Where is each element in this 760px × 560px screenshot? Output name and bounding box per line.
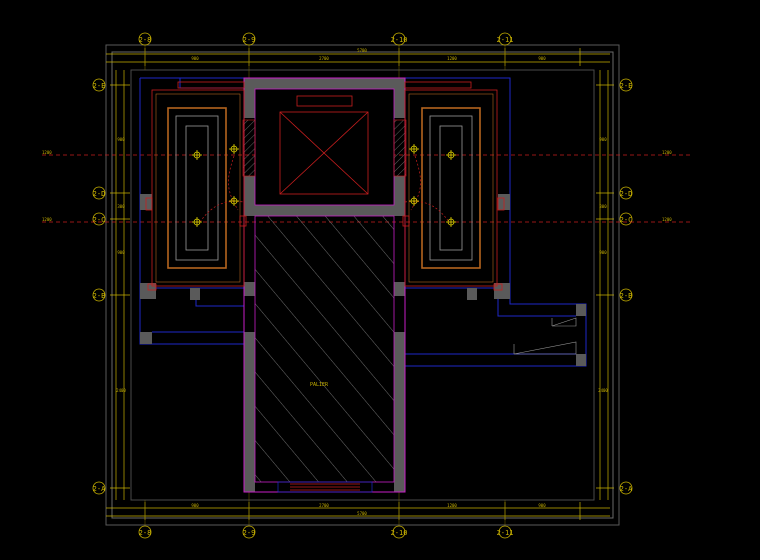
right-axis-bubbles [619,78,633,495]
light-fixture-icon [229,196,239,206]
left-dim-4: 2400 [116,388,126,393]
left-axis-bubbles [92,78,106,495]
sheet-frame-inner [130,69,595,501]
light-fixture-icon [409,196,419,206]
light-fixtures [192,144,456,227]
sheet-frame-outer [105,44,620,526]
light-fixture-icon [229,144,239,154]
axis-bubble-top-1: 2-8 [139,36,152,44]
axis-bubble-top-4: 2-11 [497,36,514,44]
left-dimension-labels: 900 300 900 2400 [116,137,126,393]
light-fixture-icon [192,150,202,160]
top-dim-total: 5700 [357,48,367,53]
right-dim-4: 2400 [598,388,608,393]
axis-bubble-top-3: 2-10 [391,36,408,44]
axis-bubble-bottom-4: 2-11 [497,529,514,537]
axis-bubble-right-3: 2-C [620,216,633,224]
elevator-shaft [254,88,395,206]
right-dim-2: 300 [599,204,607,209]
axis-bubble-left-3: 2-C [93,216,106,224]
lobby-label: PALIER [310,382,329,388]
centerline-tag-upper-left: 1200 [42,150,52,155]
top-dimension-labels: 900 2700 1200 900 5700 [191,48,546,61]
axis-bubble-top-2: 2-9 [243,36,256,44]
axis-bubble-left-4: 2-B [93,292,106,300]
side-dimension-chains [110,70,614,500]
bottom-axis-bubbles [138,525,512,539]
right-dim-3: 900 [599,250,607,255]
top-dim-2: 2700 [319,56,329,61]
axis-bubble-left-1: 2-E [93,82,106,90]
centerline-tag-upper-right: 1200 [662,150,672,155]
right-dim-1: 900 [599,137,607,142]
axis-bubble-left-5: 2-A [93,485,106,493]
door-jambs [145,197,505,291]
centerline-tag-lower-left: 1200 [42,217,52,222]
left-dim-1: 900 [117,137,125,142]
axis-bubble-right-4: 2-B [620,292,633,300]
duct-left [242,119,256,177]
left-room [151,81,245,287]
grid-axis-lines [144,45,506,525]
lobby-door [277,481,373,493]
bottom-dim-total: 5700 [357,511,367,516]
right-corridor [513,317,577,355]
axis-bubble-left-2: 2-D [93,190,106,198]
light-fixture-icon [446,217,456,227]
axis-bubble-bottom-2: 2-9 [243,529,256,537]
left-dim-2: 300 [117,204,125,209]
top-axis-bubbles [138,32,512,46]
bottom-dim-2: 2700 [319,503,329,508]
light-fixture-icon [409,144,419,154]
right-dimension-labels: 900 300 900 2400 [598,137,608,393]
right-room [404,81,498,287]
light-fixture-icon [192,217,202,227]
gray-structure [140,78,586,492]
sheet-frame-middle [111,51,614,519]
top-dim-4: 900 [538,56,546,61]
axis-bubble-right-1: 2-E [620,82,633,90]
axis-bubble-right-2: 2-D [620,190,633,198]
top-dim-1: 900 [191,56,199,61]
duct-right [393,119,407,177]
light-fixture-icon [446,150,456,160]
lobby-hatched-area [254,215,395,483]
top-dim-3: 1200 [447,56,457,61]
bottom-dimension-labels: 900 2700 1200 900 5700 [191,503,546,516]
left-dim-3: 900 [117,250,125,255]
centerline-tag-lower-right: 1200 [662,217,672,222]
axis-bubble-right-5: 2-A [620,485,633,493]
axis-bubble-bottom-1: 2-8 [139,529,152,537]
axis-bubble-bottom-3: 2-10 [391,529,408,537]
bottom-dim-3: 1200 [447,503,457,508]
bottom-dim-1: 900 [191,503,199,508]
bottom-dim-4: 900 [538,503,546,508]
